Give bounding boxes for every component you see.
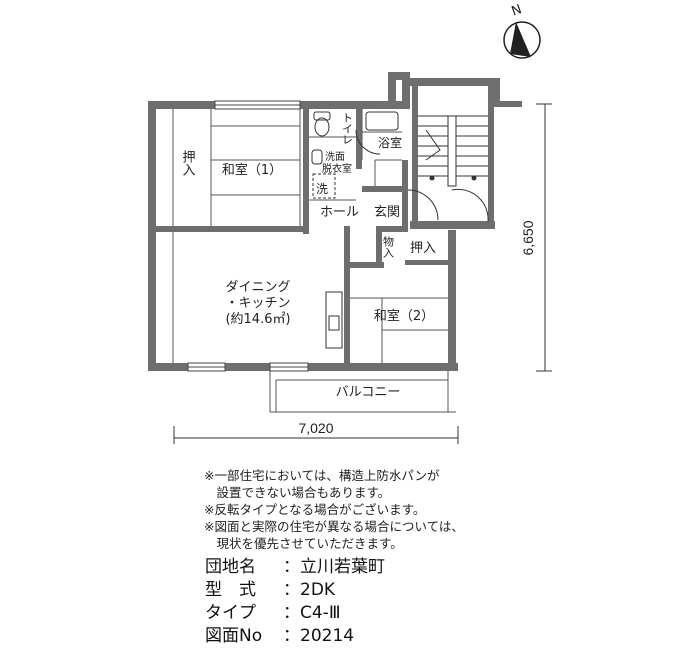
room-washitsu-1-label: 和室（1）: [222, 162, 282, 178]
info-taipu-row: タイプ ：C4-Ⅲ: [205, 603, 341, 623]
staircase: [418, 115, 488, 187]
toilet-fixture: [313, 111, 331, 137]
room-bath-label: 浴室: [378, 135, 402, 150]
info-danchi-value: 立川若葉町: [300, 557, 385, 577]
info-type-row: 型 式 ：2DK: [205, 580, 335, 600]
room-senmen-label-line2: 脱衣室: [322, 162, 352, 175]
info-danchi-row: 団地名 ：立川若葉町: [205, 557, 385, 577]
room-balcony-label: バルコニー: [336, 385, 401, 400]
washbasin-fixture: [311, 149, 336, 199]
room-dining-label-line3: (約14.6㎡): [225, 312, 290, 327]
note-line-2: 設置できない場合もあります。: [204, 485, 391, 500]
bathtub-fixture: [365, 111, 399, 131]
room-washitsu-2-label: 和室（2）: [374, 308, 434, 324]
room-oshiire-right-label: 押入: [410, 241, 436, 256]
kitchen-counter: [325, 291, 343, 349]
compass-icon: N: [503, 2, 541, 59]
interior-walls: [156, 109, 450, 370]
room-genkan-label: 玄関: [374, 205, 400, 220]
info-type-value: 2DK: [300, 580, 336, 600]
info-separator: ：: [283, 580, 300, 600]
note-line-3: ※反転タイプとなる場合がございます。: [204, 502, 426, 517]
interior-lines: [172, 109, 456, 413]
door-swings: [355, 129, 489, 223]
info-separator: ：: [283, 557, 300, 577]
dimension-width-label: 7,020: [298, 420, 333, 436]
room-senmen-label-line1: 洗面: [325, 151, 345, 163]
note-line-1: ※一部住宅においては、構造上防水パンが: [204, 468, 440, 483]
compass-north-label: N: [510, 2, 524, 19]
info-separator: ：: [283, 626, 300, 646]
note-line-4: ※図面と実際の住宅が異なる場合については、: [204, 519, 464, 534]
info-zumen-value: 20214: [300, 626, 355, 646]
note-line-5: 現状を優先させていただきます。: [204, 536, 403, 551]
info-separator: ：: [283, 603, 300, 623]
dimension-lines: [173, 103, 552, 444]
room-toilet-label: トイレ: [341, 112, 354, 145]
info-zumen-row: 図面No ：20214: [205, 626, 354, 646]
room-dining-label-line1: ダイニング: [225, 280, 290, 295]
info-taipu-label: タイプ: [205, 603, 256, 623]
washer-label: 洗: [316, 182, 328, 196]
info-type-label: 型 式: [205, 580, 256, 600]
walls: [148, 72, 522, 371]
dimension-depth-label: 6,650: [520, 220, 536, 255]
info-danchi-label: 団地名: [205, 557, 256, 577]
room-oshiire-left-label: 押入: [180, 150, 196, 176]
windows: [187, 100, 309, 372]
info-taipu-value: C4-Ⅲ: [300, 603, 341, 623]
info-zumen-label: 図面No: [205, 626, 263, 646]
room-dining-label-line2: ・キッチン: [225, 296, 290, 311]
room-monoire-label: 物入: [382, 235, 395, 258]
room-hall-label: ホール: [320, 205, 359, 220]
